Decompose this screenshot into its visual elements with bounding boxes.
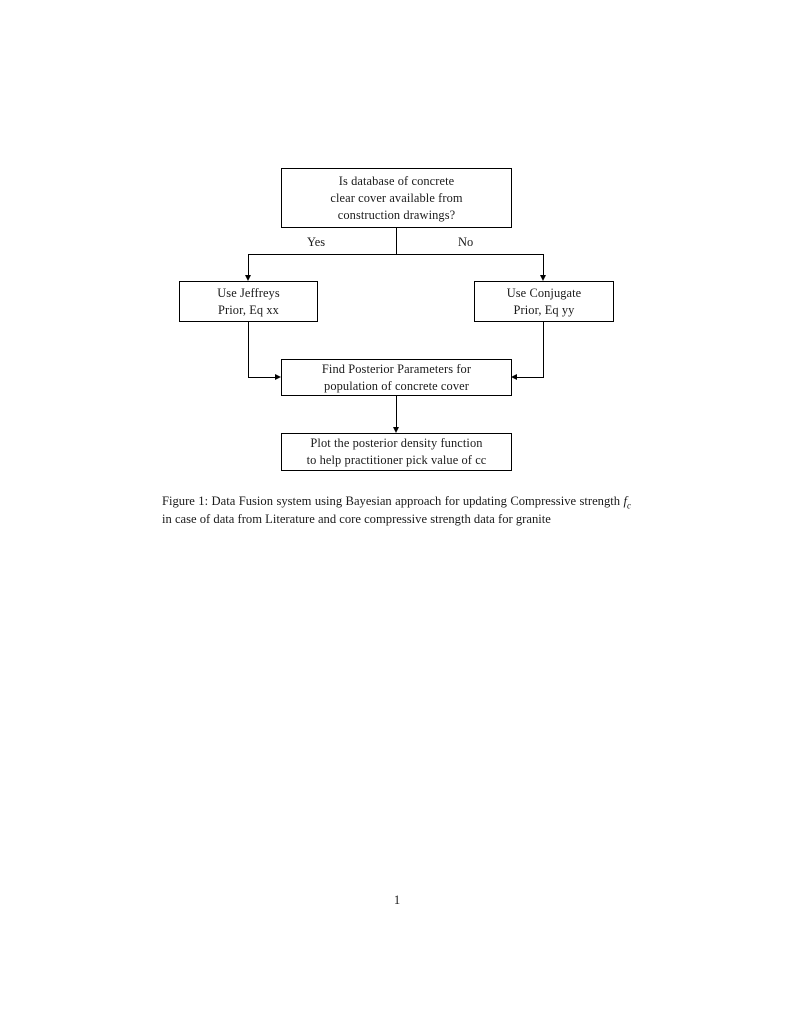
flow-node-plot-posterior-density: Plot the posterior density function to h…: [281, 433, 512, 471]
branch-label-yes: Yes: [307, 235, 326, 249]
flow-node-line: clear cover available from: [330, 190, 463, 205]
branch-label-no: No: [458, 235, 474, 249]
figure-caption-math-symbol: f: [623, 494, 628, 508]
connector-branch-bar: [248, 254, 544, 255]
figure-flowchart: Is database of concrete clear cover avai…: [0, 0, 794, 490]
connector-conjugate-down: [543, 322, 544, 378]
flow-node-use-conjugate-prior: Use Conjugate Prior, Eq yy: [474, 281, 614, 322]
flow-node-use-jeffreys-prior: Use Jeffreys Prior, Eq xx: [179, 281, 318, 322]
flow-node-line: Is database of concrete: [338, 173, 455, 188]
arrowhead-posterior-to-plot: [392, 427, 399, 433]
flow-node-line: Prior, Eq xx: [218, 302, 279, 317]
connector-posterior-to-plot: [396, 396, 397, 427]
connector-jeffreys-down: [248, 322, 249, 378]
figure-caption-text-after: in case of data from Literature and core…: [162, 511, 551, 526]
arrowhead-no-to-conjugate: [539, 275, 546, 281]
connector-decision-stem: [396, 228, 397, 255]
figure-caption-text-before: Data Fusion system using Bayesian approa…: [208, 494, 624, 508]
flow-node-line: Find Posterior Parameters for: [321, 361, 472, 376]
flow-node-line: population of concrete cover: [324, 378, 469, 393]
page-number: 1: [393, 893, 401, 907]
arrowhead-conjugate-to-posterior: [511, 374, 517, 380]
connector-conjugate-left: [517, 377, 544, 378]
flow-node-line: Prior, Eq yy: [513, 302, 575, 317]
flow-node-line: Use Conjugate: [506, 285, 582, 300]
figure-caption-math-subscript: c: [627, 500, 631, 511]
figure-caption: Figure 1: Data Fusion system using Bayes…: [162, 493, 631, 528]
flow-node-line: Plot the posterior density function: [310, 436, 483, 450]
flow-node-line: Use Jeffreys: [217, 285, 280, 300]
flow-node-decision-database-available: Is database of concrete clear cover avai…: [281, 168, 512, 228]
arrowhead-jeffreys-to-posterior: [275, 374, 281, 380]
connector-no-drop: [543, 254, 544, 275]
flow-node-line: construction drawings?: [337, 207, 456, 222]
figure-caption-label: Figure 1:: [162, 494, 209, 508]
flow-node-line: to help practitioner pick value of cc: [306, 453, 487, 467]
connector-jeffreys-right: [248, 377, 275, 378]
connector-yes-drop: [248, 254, 249, 275]
flow-node-find-posterior-parameters: Find Posterior Parameters for population…: [281, 359, 512, 396]
arrowhead-yes-to-jeffreys: [244, 275, 251, 281]
